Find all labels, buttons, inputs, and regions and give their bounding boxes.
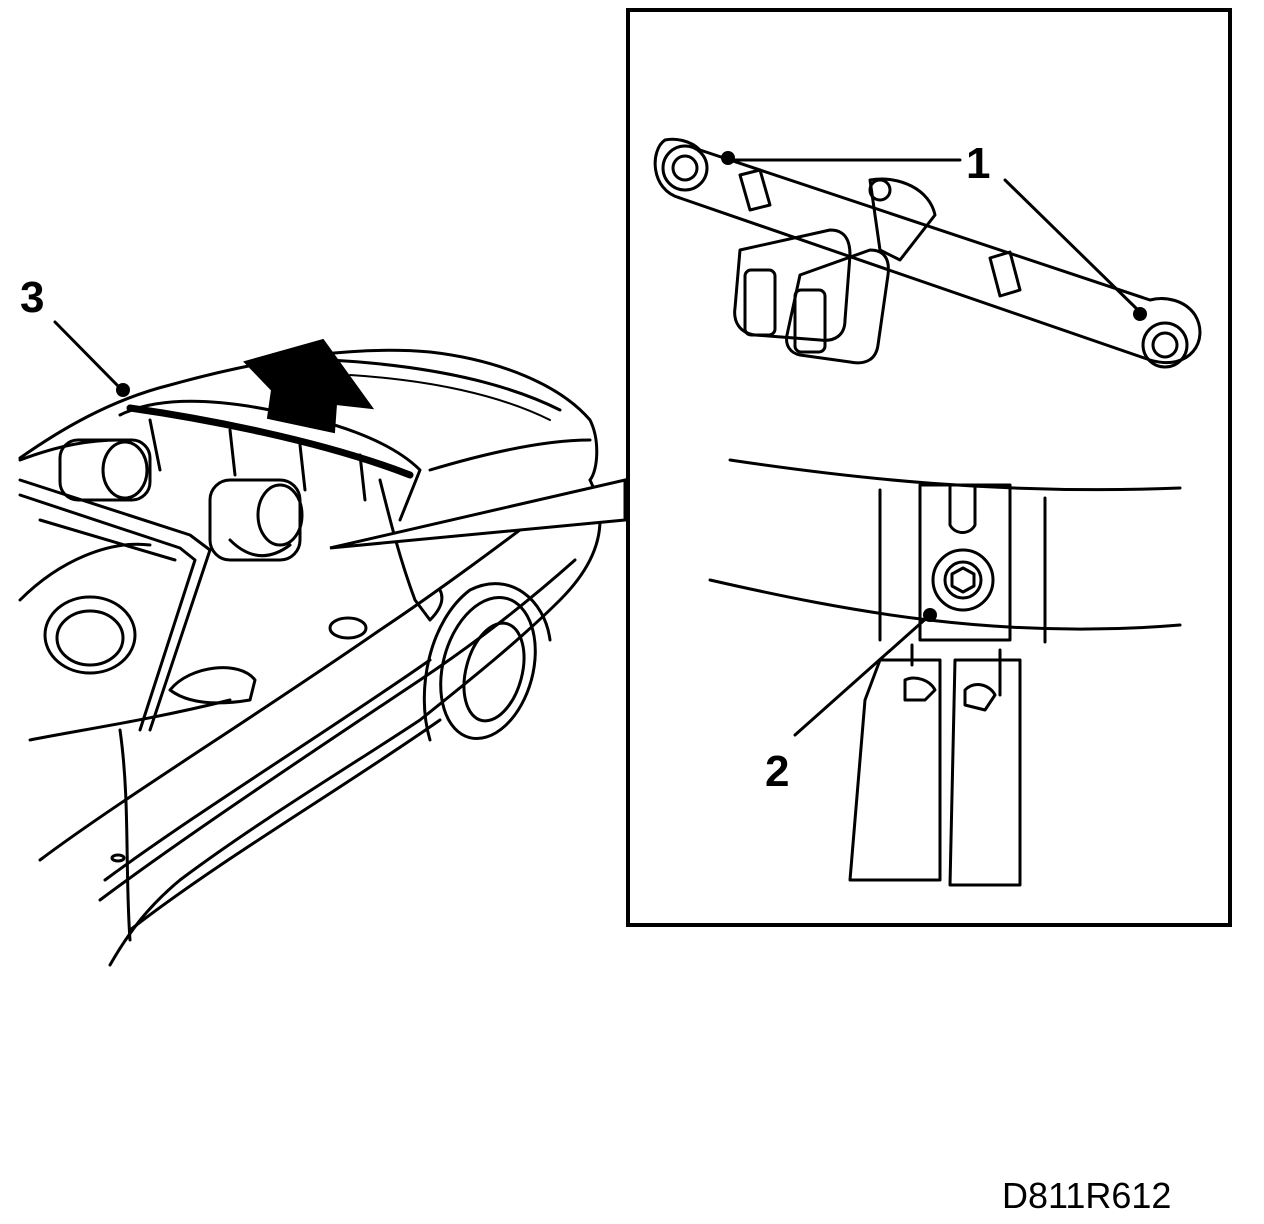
inset-frame <box>626 8 1232 927</box>
mounted-bracket-part <box>708 458 1182 887</box>
zoom-wedge <box>329 478 627 550</box>
buckle-bracket-part <box>653 137 1202 369</box>
detail-inset <box>626 8 1232 927</box>
up-arrow-icon <box>243 338 375 434</box>
callout-3-dot <box>116 383 130 397</box>
figure-id: D811R612 <box>1002 1175 1171 1216</box>
callout-label-2: 2 <box>765 747 789 796</box>
convertible-car-illustration <box>18 320 627 967</box>
callout-label-3: 3 <box>20 273 44 322</box>
callout-label-1: 1 <box>966 139 990 188</box>
